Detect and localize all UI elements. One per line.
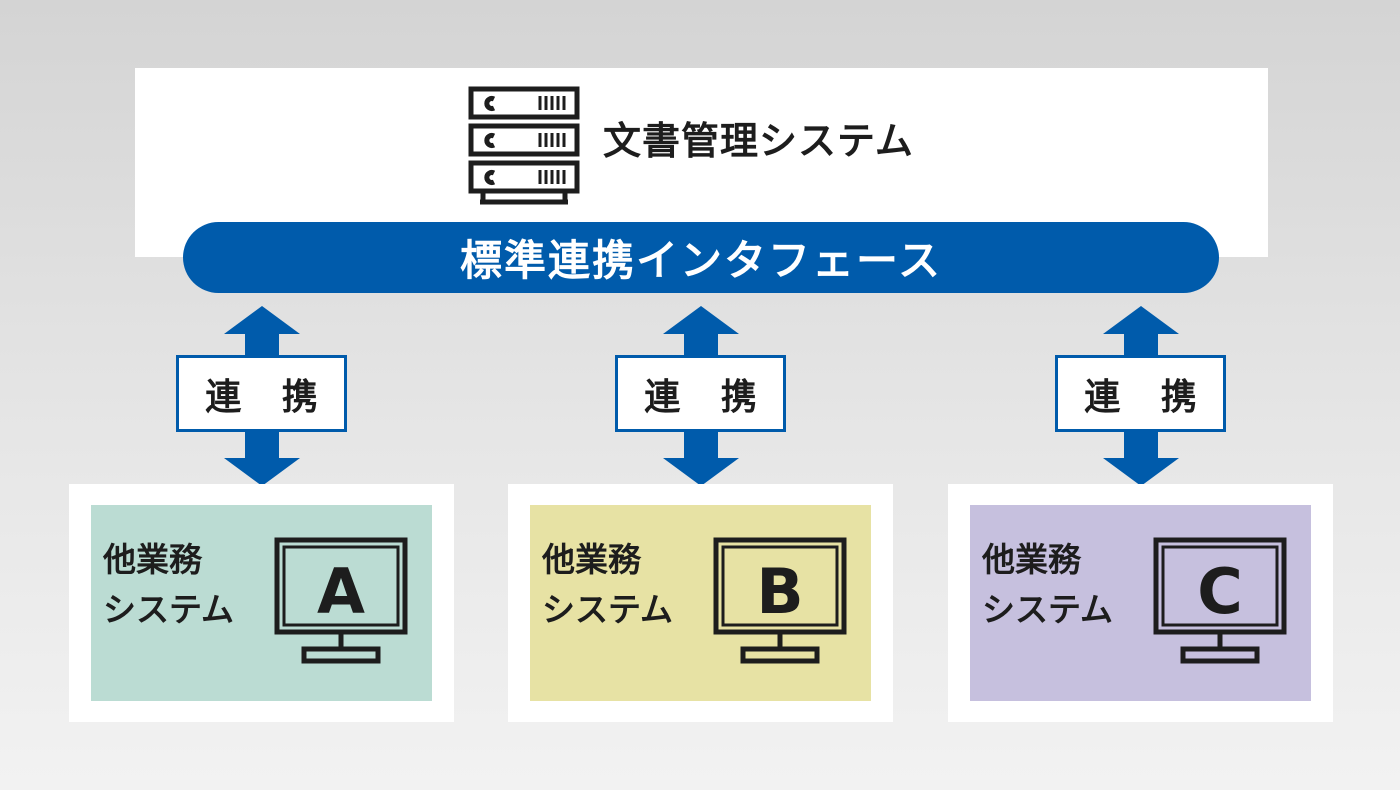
document-management-title: 文書管理システム (603, 119, 914, 163)
connection-label-b: 連 携 (615, 355, 786, 432)
monitor-icon: A (274, 537, 408, 664)
system-letter-c: C (1197, 555, 1243, 628)
system-letter-a: A (317, 555, 365, 628)
monitor-icon: B (713, 537, 847, 664)
system-label-line2: システム (982, 590, 1114, 629)
monitor-icon: C (1153, 537, 1287, 664)
standard-interface-label: 標準連携インタフェース (460, 236, 942, 285)
system-label-line1: 他業務 (542, 540, 641, 579)
standard-interface-bar: 標準連携インタフェース (183, 222, 1219, 293)
system-card-c: 他業務 システム C (948, 484, 1333, 722)
system-label-line1: 他業務 (103, 540, 202, 579)
system-card-a: 他業務 システム A (69, 484, 454, 722)
server-rack-icon (468, 86, 580, 205)
system-label-c: 他業務 システム (982, 535, 1122, 635)
connection-label-c: 連 携 (1055, 355, 1226, 432)
system-label-line2: システム (103, 590, 235, 629)
system-label-line2: システム (542, 590, 674, 629)
system-card-b: 他業務 システム B (508, 484, 893, 722)
system-label-b: 他業務 システム (542, 535, 682, 635)
system-letter-b: B (756, 555, 803, 628)
connection-label-a: 連 携 (176, 355, 347, 432)
system-label-line1: 他業務 (982, 540, 1081, 579)
system-label-a: 他業務 システム (103, 535, 243, 635)
